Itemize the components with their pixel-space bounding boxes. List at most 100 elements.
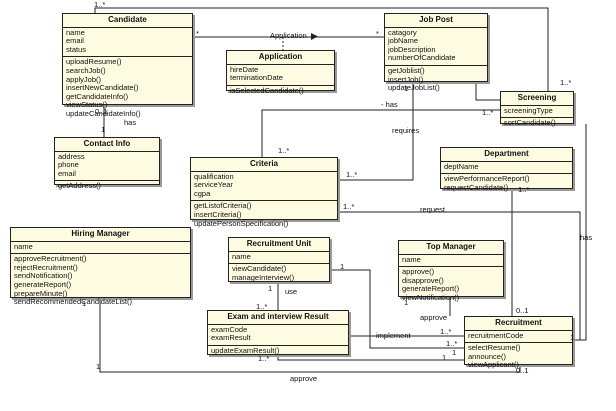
assoc-screening-recruitment (573, 124, 587, 341)
mult-exam-top: 1..* (256, 302, 268, 311)
attribute: email (58, 168, 76, 178)
label-approve-bottom: approve (290, 374, 318, 383)
class-recruitment-attributes: recruitmentCode (465, 331, 572, 344)
attribute: name (66, 27, 85, 37)
attribute: screeningType (504, 105, 553, 115)
class-hiring-manager-attributes: name (11, 242, 190, 255)
class-hiring-manager-title: Hiring Manager (11, 228, 190, 242)
label-implement: implement (376, 331, 411, 340)
operation: viewPerformanceReport() (444, 174, 530, 184)
class-exam-result-operations: updateExamResult() (208, 346, 348, 358)
class-department: Department deptName viewPerformanceRepor… (440, 147, 573, 191)
mult-jobpost-bottom: 1 (404, 84, 409, 93)
label-has-recruitment: has (580, 233, 593, 242)
operation: insertNewCandidate() (66, 83, 139, 93)
class-application-title: Application (227, 51, 334, 65)
operation: getListofCriteria() (194, 201, 252, 211)
attribute: cgpa (194, 188, 211, 198)
class-contact-info-title: Contact Info (55, 138, 159, 152)
mult-cand-bottom: 0..1 (95, 107, 108, 116)
class-department-attributes: deptName (441, 162, 572, 175)
operation: viewApplicant() (468, 360, 519, 370)
operation: getAddress() (58, 181, 101, 191)
class-recruitment-unit: Recruitment Unit name viewCandidate() ma… (228, 237, 330, 282)
operation: sortCandidate() (504, 118, 556, 128)
label-request: request (420, 205, 446, 214)
assoc-jobpost-criteria (338, 82, 414, 181)
mult-screening-topright: 1..* (560, 78, 572, 87)
attribute: name (232, 251, 251, 261)
class-candidate: Candidate name email status uploadResume… (62, 13, 193, 118)
attribute: qualification (194, 171, 234, 181)
label-approve-top: approve (420, 313, 448, 322)
attribute: numberOfCandidate (388, 53, 456, 63)
label-requires: requires (392, 126, 420, 135)
class-department-operations: viewPerformanceReport() requestCandidate… (441, 174, 572, 194)
class-screening-title: Screening (501, 92, 573, 106)
attribute: jobName (388, 36, 419, 46)
class-screening: Screening screeningType sortCandidate() (500, 91, 574, 127)
class-exam-result-attributes: examCode examResult (208, 325, 348, 346)
operation: sendNotification() (14, 271, 73, 281)
class-candidate-title: Candidate (63, 14, 192, 28)
class-job-post-attributes: catagory jobName jobDescription numberOf… (385, 28, 487, 66)
class-job-post-title: Job Post (385, 14, 487, 28)
class-top-manager-title: Top Manager (399, 241, 503, 255)
class-top-manager-operations: approve() disapprove() generateReport() … (399, 267, 503, 304)
class-hiring-manager: Hiring Manager name approveRecruitment()… (10, 227, 191, 306)
operation: approve() (402, 267, 435, 277)
assoc-exam-recruitment-bottom (277, 355, 464, 361)
mult-criteria-top: 1..* (278, 146, 290, 155)
mult-criteria-bottom-right: 1..* (343, 202, 355, 211)
label-application: Application (270, 31, 307, 40)
class-contact-info: Contact Info address phone email getAddr… (54, 137, 160, 190)
mult-exam-bottom-left: 1..* (258, 354, 270, 363)
class-application-attributes: hireDate terminationDate (227, 65, 334, 86)
class-recruitment-unit-attributes: name (229, 252, 329, 265)
operation: viewNotification() (402, 292, 460, 302)
operation: viewStatus() (66, 100, 108, 110)
class-department-title: Department (441, 148, 572, 162)
mult-ru-right: 1 (340, 262, 345, 271)
mult-rec-left: 1..* (446, 339, 458, 348)
class-recruitment-operations: selectResume() announce() viewApplicant(… (465, 343, 572, 372)
class-recruitment: Recruitment recruitmentCode selectResume… (464, 316, 573, 369)
operation: approveRecruitment() (14, 254, 87, 264)
mult-jobpost-star: * (376, 29, 379, 38)
class-contact-info-operations: getAddress() (55, 181, 159, 193)
assoc-screening-jobpost (475, 82, 500, 101)
operation: prepareMinute() (14, 288, 68, 298)
operation: searchJob() (66, 65, 106, 75)
direction-arrow-icon (311, 33, 318, 40)
attribute: name (14, 241, 33, 251)
class-application: Application hireDate terminationDate isS… (226, 50, 335, 94)
operation: rejectRecruitment() (14, 262, 78, 272)
mult-rec-left2: 1 (452, 348, 457, 357)
mult-hm-rec-bottom: 1 (96, 362, 101, 371)
operation: selectResume() (468, 343, 521, 353)
attribute: deptName (444, 161, 479, 171)
class-top-manager: Top Manager name approve() disapprove() … (398, 240, 504, 302)
attribute: catagory (388, 27, 417, 37)
class-screening-attributes: screeningType (501, 106, 573, 119)
mult-hm-bottom: 1 (82, 299, 87, 308)
attribute: name (402, 254, 421, 264)
operation: viewCandidate() (232, 264, 287, 274)
mult-top-1star: 1..* (94, 0, 106, 9)
mult-exam-right: 1..* (440, 327, 452, 336)
operation: manageInterview() (232, 272, 295, 282)
operation: isSelectedCandidate() (230, 85, 304, 95)
assoc-screening-criteria (261, 109, 500, 157)
mult-tm-bottom: 1 (404, 298, 409, 307)
operation: updateCandidateInfo() (66, 108, 141, 118)
mult-rec-bottom: 0..1 (516, 366, 529, 375)
operation: applyJob() (66, 74, 102, 84)
assoc-hm-recruitment (99, 298, 521, 373)
attribute: jobDescription (388, 44, 436, 54)
label-use: use (285, 287, 298, 296)
class-job-post: Job Post catagory jobName jobDescription… (384, 13, 488, 92)
attribute: address (58, 151, 85, 161)
assoc-candidate-jobpost-top (94, 7, 549, 91)
class-exam-result-title: Exam and interview Result (208, 311, 348, 325)
class-criteria-title: Criteria (191, 158, 337, 172)
